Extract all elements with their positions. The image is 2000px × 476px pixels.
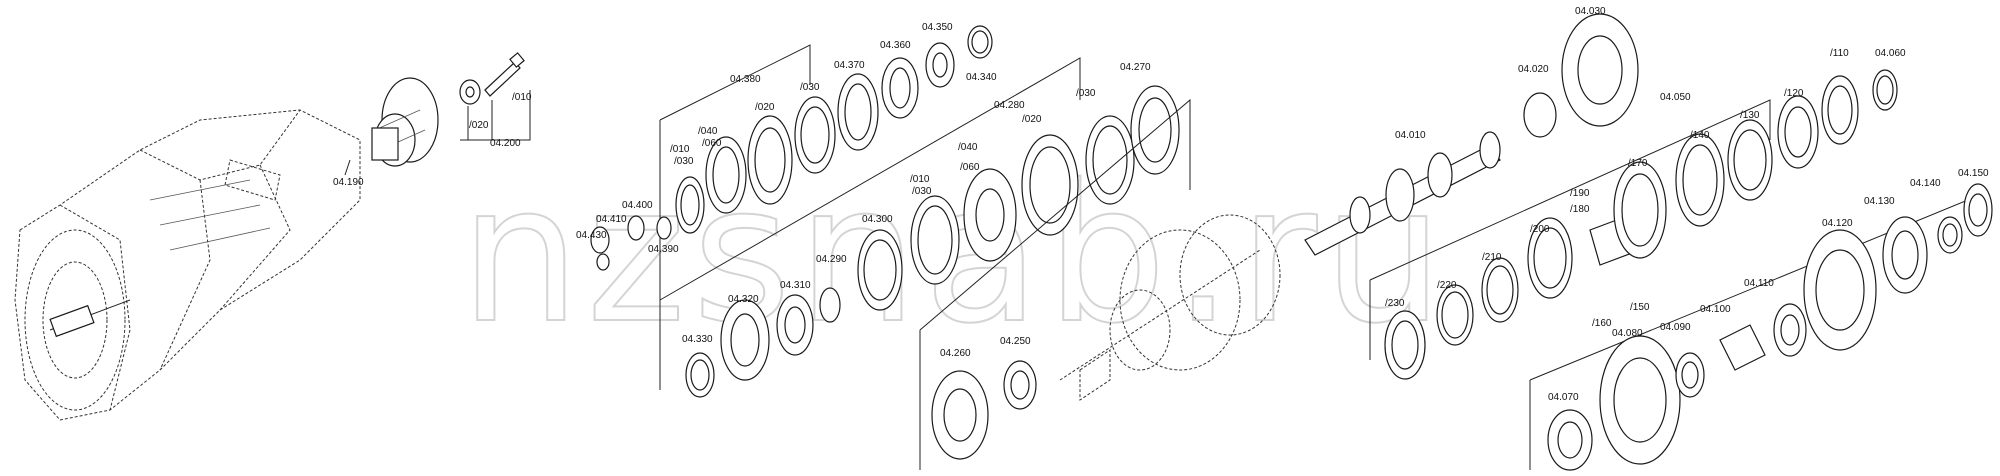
label-040a: /040 — [698, 126, 718, 137]
transmission-housing — [14, 109, 361, 421]
label-020a: /020 — [469, 120, 489, 131]
label-020b: /020 — [755, 102, 775, 113]
label-120: /120 — [1784, 88, 1804, 99]
label-04200: 04.200 — [490, 138, 521, 149]
label-04110: 04.110 — [1744, 278, 1774, 289]
label-04300: 04.300 — [862, 214, 893, 225]
label-04060: 04.060 — [1875, 48, 1906, 59]
label-04360: 04.360 — [880, 40, 911, 51]
label-04080: 04.080 — [1612, 328, 1643, 339]
label-010c: /010 — [910, 174, 930, 185]
ring-set-04280 — [685, 85, 1180, 398]
label-180: /180 — [1570, 204, 1590, 215]
label-150: /150 — [1630, 302, 1650, 313]
label-190: /190 — [1570, 188, 1590, 199]
label-04410: 04.410 — [596, 214, 627, 225]
label-020c: /020 — [1022, 114, 1042, 125]
label-04310: 04.310 — [780, 280, 811, 291]
label-04030: 04.030 — [1575, 6, 1606, 17]
label-04070: 04.070 — [1548, 392, 1579, 403]
label-130: /130 — [1740, 110, 1760, 121]
label-04260: 04.260 — [940, 348, 971, 359]
label-04350: 04.350 — [922, 22, 953, 33]
label-200: /200 — [1530, 224, 1550, 235]
small-bearings — [590, 215, 672, 271]
label-04340: 04.340 — [966, 72, 997, 83]
label-030c: /030 — [1076, 88, 1096, 99]
label-060a: /060 — [702, 138, 722, 149]
label-060b: /060 — [960, 162, 980, 173]
label-04090: 04.090 — [1660, 322, 1691, 333]
label-04050: 04.050 — [1660, 92, 1691, 103]
label-04250: 04.250 — [1000, 336, 1031, 347]
label-230: /230 — [1385, 298, 1405, 309]
sync-set-04050 — [1384, 69, 1898, 380]
label-030b: /030 — [674, 156, 694, 167]
output-flange — [371, 77, 439, 167]
label-04130: 04.130 — [1864, 196, 1895, 207]
label-140: /140 — [1690, 130, 1710, 141]
gear-set-lower — [1547, 183, 1993, 471]
label-04380: 04.380 — [730, 74, 761, 85]
label-040b: /040 — [958, 142, 978, 153]
label-030d: /030 — [912, 186, 932, 197]
label-220: /220 — [1437, 280, 1457, 291]
label-04400: 04.400 — [622, 200, 653, 211]
label-04150: 04.150 — [1958, 168, 1989, 179]
label-04190: 04.190 — [333, 177, 364, 188]
label-04430: 04.430 — [576, 230, 607, 241]
label-04330: 04.330 — [682, 334, 713, 345]
label-010a: /010 — [512, 92, 532, 103]
label-160: /160 — [1592, 318, 1612, 329]
bolt — [484, 61, 521, 97]
label-010b: /010 — [670, 144, 690, 155]
label-04280: 04.280 — [994, 100, 1025, 111]
label-030a: /030 — [800, 82, 820, 93]
label-170: /170 — [1628, 158, 1648, 169]
label-210: /210 — [1482, 252, 1502, 263]
label-04290: 04.290 — [816, 254, 847, 265]
main-shaft — [1304, 131, 1501, 256]
countershaft — [931, 214, 1281, 460]
label-04020: 04.020 — [1518, 64, 1549, 75]
label-04370: 04.370 — [834, 60, 865, 71]
label-04270: 04.270 — [1120, 62, 1151, 73]
label-04120: 04.120 — [1822, 218, 1853, 229]
label-04010: 04.010 — [1395, 130, 1426, 141]
label-04320: 04.320 — [728, 294, 759, 305]
label-04100: 04.100 — [1700, 304, 1731, 315]
label-04390: 04.390 — [648, 244, 679, 255]
label-110: /110 — [1830, 48, 1849, 59]
label-04140: 04.140 — [1910, 178, 1941, 189]
ring-set-04380 — [675, 25, 993, 234]
bearing-04020 — [1523, 92, 1557, 138]
